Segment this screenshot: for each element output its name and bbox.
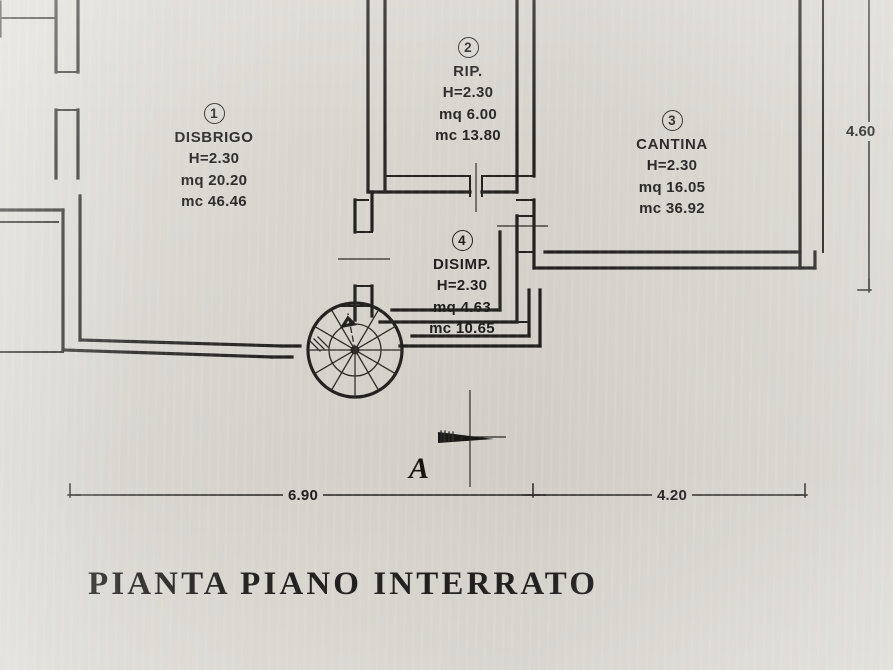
spiral-staircase xyxy=(306,301,404,399)
room-name-4: DISIMP. xyxy=(432,256,492,273)
room-number-1: 1 xyxy=(203,103,225,124)
dimension-6-90: 6.90 xyxy=(283,487,323,504)
section-line-a xyxy=(438,390,506,487)
room-volume-1: mc 46.46 xyxy=(181,192,247,210)
room-height-2: H=2.30 xyxy=(442,84,494,102)
room-area-3: mq 16.05 xyxy=(638,178,706,196)
vertical-dimension-line xyxy=(857,0,872,293)
exterior-walls xyxy=(0,0,302,359)
horizontal-dimension-line xyxy=(67,483,808,498)
section-marker-a: A xyxy=(409,452,430,485)
room-name-1: DISBRIGO xyxy=(174,129,254,146)
room-label-3: 3 CANTINA H=2.30 mq 16.05 mc 36.92 xyxy=(584,110,760,219)
room-label-2: 2 RIP. H=2.30 mq 6.00 mc 13.80 xyxy=(378,37,558,146)
dimension-4-20: 4.20 xyxy=(652,487,692,504)
room-area-1: mq 20.20 xyxy=(180,171,248,189)
room-height-1: H=2.30 xyxy=(188,150,240,168)
room-number-3: 3 xyxy=(661,110,683,131)
room-height-3: H=2.30 xyxy=(646,157,698,175)
room-rip-walls xyxy=(366,0,536,212)
room-name-3: CANTINA xyxy=(636,136,708,153)
page-title: PIANTA PIANO INTERRATO xyxy=(88,566,599,602)
room-volume-4: mc 10.65 xyxy=(429,319,495,337)
room-area-2: mq 6.00 xyxy=(439,105,497,123)
room-volume-2: mc 13.80 xyxy=(435,126,501,144)
room-name-2: RIP. xyxy=(453,63,483,80)
room-cantina-walls xyxy=(497,0,824,270)
room-number-2: 2 xyxy=(457,37,479,58)
room-height-4: H=2.30 xyxy=(436,277,488,295)
room-volume-3: mc 36.92 xyxy=(639,199,705,217)
room-label-1: 1 DISBRIGO H=2.30 mq 20.20 mc 46.46 xyxy=(121,103,307,212)
room-label-4: 4 DISIMP. H=2.30 mq 4.63 mc 10.65 xyxy=(374,230,550,339)
room-area-4: mq 4.63 xyxy=(433,298,491,316)
room-number-4: 4 xyxy=(451,230,473,251)
dimension-4-60: 4.60 xyxy=(843,122,879,141)
